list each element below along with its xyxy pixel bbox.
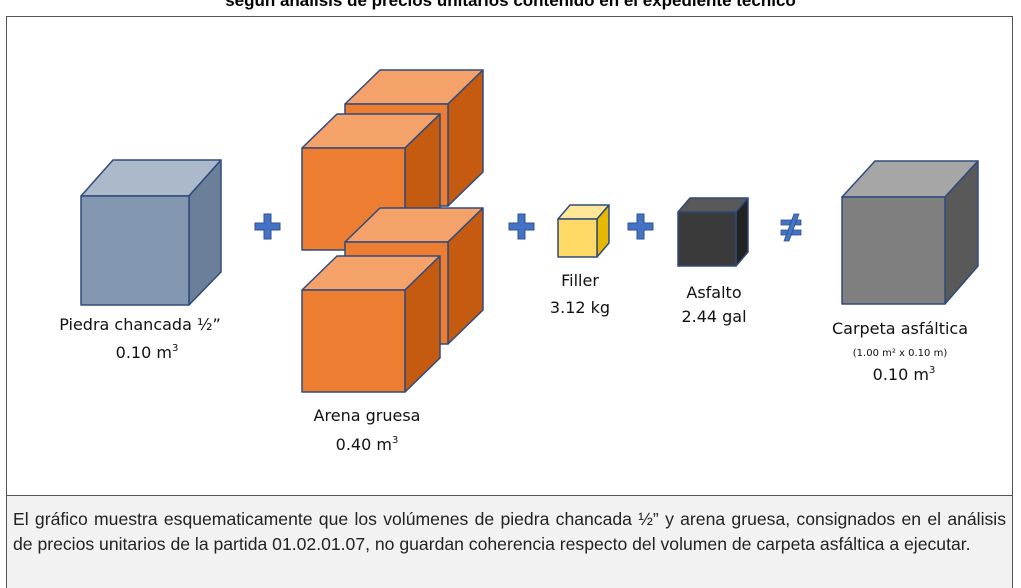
asfalto-cube [677,197,749,267]
diagram-frame [6,16,1013,588]
carpeta-cube [841,160,979,305]
footer-divider [6,495,1013,496]
piedra-qty-label: 0.10 m3 [116,343,179,362]
arena-qty-label: 0.40 m3 [336,435,399,454]
arena-cube-front-bottom [301,255,441,393]
plus-icon [508,213,535,240]
filler-cube [557,204,610,258]
carpeta-name-label: Carpeta asfáltica [832,319,968,338]
filler-qty-label: 3.12 kg [550,298,610,317]
plus-icon [254,213,281,240]
not-equal-icon [780,213,802,242]
materials-diagram: Piedra chancada ½” 0.10 m3 Arena gruesa … [59,69,979,454]
footer-note: El gráfico muestra esquematicamente que … [7,496,1012,588]
filler-name-label: Filler [561,271,599,290]
diagram-title: según análisis de precios unitarios cont… [225,0,796,10]
piedra-name-label: Piedra chancada ½” [59,315,221,334]
piedra-cube [80,159,222,306]
footer-text: El gráfico muestra esquematicamente que … [13,509,1006,554]
carpeta-qty-label: 0.10 m3 [873,365,936,384]
carpeta-dims-label: (1.00 m² x 0.10 m) [853,348,948,359]
asfalto-qty-label: 2.44 gal [681,307,746,326]
arena-name-label: Arena gruesa [314,406,421,425]
plus-icon [627,213,654,240]
asfalto-name-label: Asfalto [686,283,741,302]
